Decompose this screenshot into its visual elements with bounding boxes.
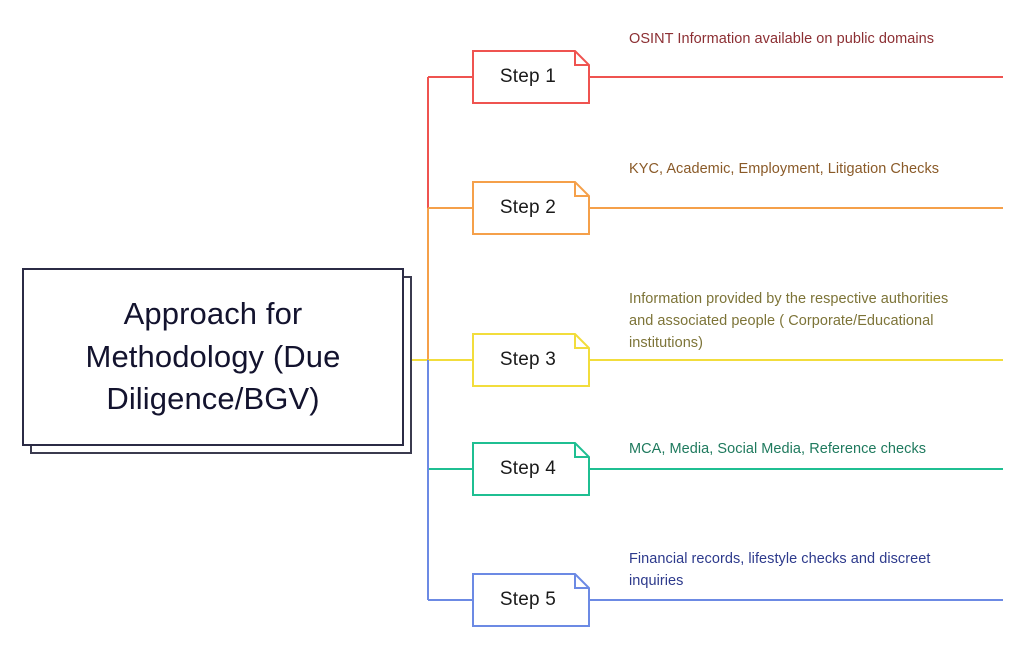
step-description-3: Information provided by the respective a… (629, 291, 949, 352)
step-body-2 (472, 181, 590, 235)
step-label-2: Step 2 (499, 197, 557, 218)
step-node-2[interactable]: Step 2 (472, 181, 590, 235)
step-document-shape-1 (472, 50, 590, 104)
step-body-4 (472, 442, 590, 496)
connector-lines (412, 76, 1003, 601)
root-node-title: Approach for Methodology (Due Diligence/… (85, 295, 341, 417)
step-body-3 (472, 333, 590, 387)
step-fold-corner-icon-5 (574, 574, 589, 589)
step-fold-corner-icon-4 (574, 443, 589, 458)
step-body-5 (472, 573, 590, 627)
step-document-shape-4 (472, 442, 590, 496)
step-document-shape-3 (472, 333, 590, 387)
step-description-2: KYC, Academic, Employment, Litigation Ch… (629, 161, 940, 177)
step-fold-corner-icon-3 (574, 334, 589, 349)
step-document-shape-5 (472, 573, 590, 627)
step-fold-corner-icon-2 (574, 182, 589, 197)
step-node-4[interactable]: Step 4 (472, 442, 590, 496)
step-node-1[interactable]: Step 1 (472, 50, 590, 104)
root-node: Approach for Methodology (Due Diligence/… (22, 268, 404, 446)
step-node-3[interactable]: Step 3 (472, 333, 590, 387)
step-label-3: Step 3 (499, 349, 557, 370)
step-fold-corner-icon-1 (574, 51, 589, 66)
step-document-shape-2 (472, 181, 590, 235)
step-label-5: Step 5 (499, 589, 557, 610)
step-label-1: Step 1 (499, 66, 557, 87)
step-body-1 (472, 50, 590, 104)
step-description-4: MCA, Media, Social Media, Reference chec… (629, 441, 927, 457)
step-node-5[interactable]: Step 5 (472, 573, 590, 627)
step-label-4: Step 4 (499, 458, 557, 479)
step-description-1: OSINT Information available on public do… (629, 31, 935, 47)
step-description-5: Financial records, lifestyle checks and … (629, 551, 931, 590)
